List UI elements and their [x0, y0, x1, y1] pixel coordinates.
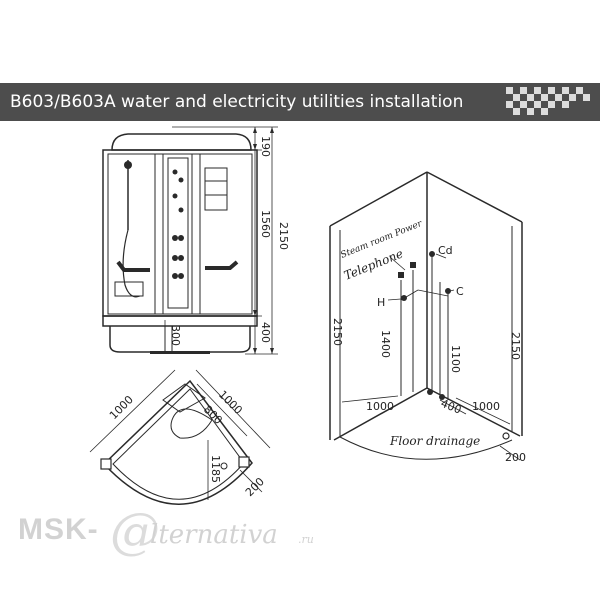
plan-view: 1000 1000 800 1185 200: [89, 369, 271, 505]
watermark-tail: lternativa: [150, 520, 278, 550]
iso-dim-height-left: 2150: [331, 318, 344, 346]
iso-dim-drain-corner: 200: [505, 451, 526, 464]
iso-view: Steam room Power Telephone H Cd C Floor …: [329, 171, 526, 464]
dim-base: 400: [259, 322, 272, 343]
drain-icon: [220, 462, 228, 470]
dim-seat: 300: [169, 325, 182, 346]
shelf-unit: [204, 167, 228, 211]
watermark-brand: MSK-: [18, 513, 99, 546]
front-view: 190 1560 400 2150 300: [102, 126, 290, 355]
dim-total: 2150: [277, 222, 290, 250]
iso-dim-floor-right: 1000: [472, 400, 500, 413]
title-bar: [0, 83, 600, 121]
right-handrail: [205, 260, 239, 270]
label-cd: Cd: [438, 244, 453, 257]
power-socket: [410, 262, 416, 268]
watermark-tld: .ru: [298, 533, 314, 546]
dim-middle: 1560: [259, 210, 272, 238]
cd-connection-icon: [429, 251, 435, 257]
dim-top: 190: [259, 136, 272, 157]
control-column: [167, 157, 189, 309]
label-c: C: [456, 285, 464, 298]
floor-arc: [339, 436, 513, 460]
h-connection-icon: [401, 295, 407, 301]
page-title: B603/B603A water and electricity utiliti…: [10, 92, 464, 112]
plan-dim-diagonal: 1185: [209, 455, 222, 483]
iso-dim-height-right: 2150: [509, 332, 522, 360]
tray-inner: [112, 388, 245, 500]
shower-head-icon: [124, 161, 132, 169]
checker-pattern-icon: [506, 87, 590, 115]
label-h: H: [377, 296, 385, 309]
label-floor-drainage: Floor drainage: [389, 434, 480, 448]
floor-drain-icon: [502, 432, 510, 440]
left-handrail: [116, 260, 150, 272]
cabin-inner-frame: [107, 153, 253, 315]
watermark-at-icon: @: [110, 502, 160, 560]
plan-dim-left: 1000: [107, 393, 136, 422]
plan-dim-drain: 200: [243, 475, 267, 499]
corner-seat: [162, 383, 206, 413]
right-foot: [238, 456, 250, 468]
c-connection-icon: [445, 288, 451, 294]
shower-hose: [122, 229, 141, 298]
left-foot: [100, 458, 112, 470]
telephone-socket: [398, 272, 404, 278]
canopy-top: [111, 133, 252, 151]
iso-dim-floor-left: 1000: [366, 400, 394, 413]
tray-outline: [102, 379, 253, 505]
iso-dim-c-height: 1100: [449, 345, 462, 373]
seat: [114, 281, 144, 297]
massage-jets: [172, 169, 184, 279]
cabin-frame: [102, 149, 258, 317]
iso-dim-h-height: 1400: [379, 330, 392, 358]
